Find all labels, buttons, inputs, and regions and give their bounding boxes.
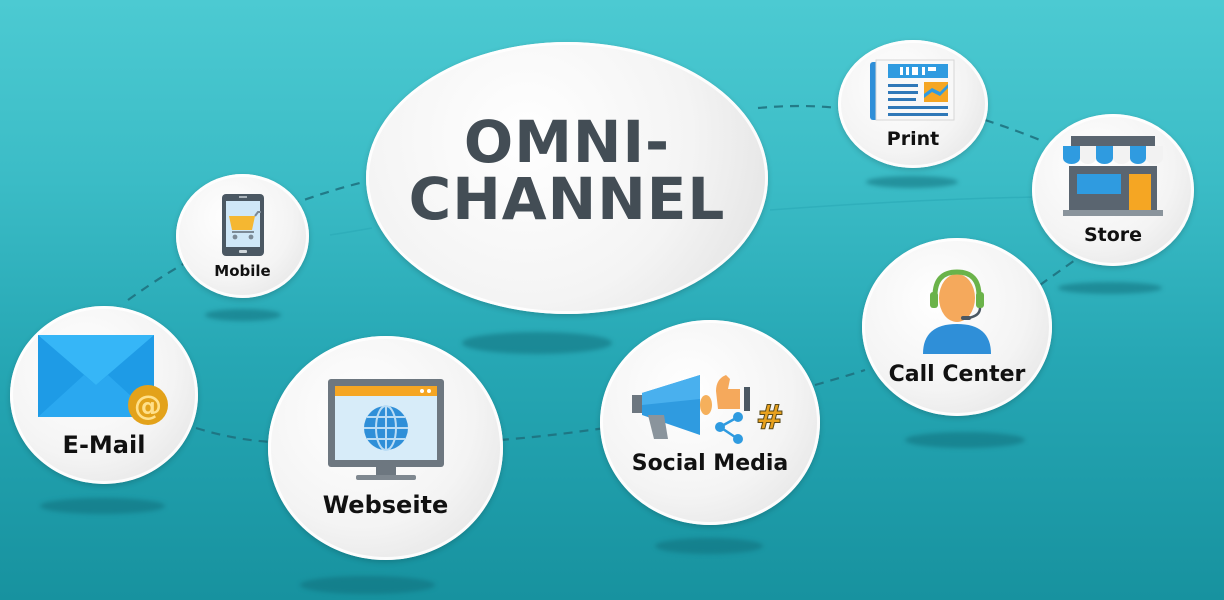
- hub-shadow: [462, 332, 612, 354]
- channel-email: @ E-Mail: [10, 306, 198, 484]
- hub-title-line1: OMNI-: [463, 108, 671, 177]
- hub-omnichannel: OMNI- CHANNEL: [366, 42, 768, 314]
- link-hub-print: [757, 104, 839, 110]
- hub-title-line2: CHANNEL: [408, 165, 726, 233]
- email-shadow: [40, 498, 165, 514]
- store-shadow: [1058, 282, 1162, 294]
- channel-print: Print: [838, 40, 988, 168]
- channel-label-call-center: Call Center: [888, 361, 1026, 387]
- channel-label-webseite: Webseite: [322, 491, 449, 519]
- print-shadow: [866, 176, 958, 188]
- channel-label-mobile: Mobile: [214, 262, 271, 280]
- storefront-icon: [1063, 136, 1163, 216]
- link-email-webseite: [195, 426, 273, 444]
- headset-agent-icon: [923, 268, 991, 354]
- link-social-callcenter: [814, 368, 866, 387]
- channel-label-email: E-Mail: [62, 431, 146, 459]
- envelope-at-icon: @: [38, 335, 168, 425]
- channel-label-print: Print: [886, 128, 940, 150]
- channel-store: Store: [1032, 114, 1194, 266]
- channel-webseite: Webseite: [268, 336, 503, 560]
- monitor-globe-icon: [327, 379, 444, 480]
- mobile-shadow: [205, 309, 281, 321]
- megaphone-like-share-hashtag-icon: #: [632, 375, 785, 444]
- link-webseite-social: [499, 426, 606, 442]
- social-shadow: [655, 538, 763, 554]
- link-print-store: [984, 118, 1041, 142]
- channel-social-media: # Social Media: [600, 320, 820, 525]
- newspaper-icon: [870, 59, 955, 121]
- channel-label-store: Store: [1083, 224, 1143, 246]
- svg-text:#: #: [756, 398, 785, 438]
- callcenter-shadow: [905, 432, 1025, 448]
- smartphone-cart-icon: [221, 194, 264, 256]
- svg-text:@: @: [134, 389, 162, 422]
- link-mobile-hub: [289, 178, 373, 207]
- channel-call-center: Call Center: [862, 238, 1052, 416]
- link-callcenter-store: [1039, 257, 1079, 286]
- webseite-shadow: [300, 576, 435, 594]
- channel-label-social-media: Social Media: [631, 451, 789, 476]
- channel-mobile: Mobile: [176, 174, 309, 298]
